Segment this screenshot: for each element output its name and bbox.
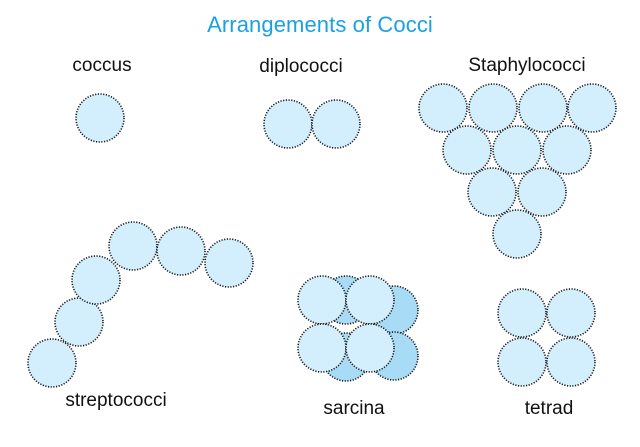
sarcina-front-cell [345, 323, 395, 373]
staphylococci-group [418, 83, 617, 259]
label-staphylococci: Staphylococci [468, 55, 586, 76]
streptococci-cell [71, 255, 121, 305]
label-sarcina: sarcina [323, 398, 385, 419]
diplococci-cell [311, 99, 361, 149]
staphylococci-cell [542, 125, 592, 175]
staphylococci-cell [492, 125, 542, 175]
sarcina-front-cell [345, 275, 395, 325]
sarcina-front-cell [297, 275, 347, 325]
staphylococci-cell [467, 167, 517, 217]
streptococci-cell [54, 297, 104, 347]
tetrad-cell [497, 288, 547, 338]
staphylococci-cell [492, 209, 542, 259]
streptococci-cell [204, 238, 254, 288]
staphylococci-cell [442, 125, 492, 175]
coccus-cell [75, 93, 125, 143]
staphylococci-cell [468, 83, 518, 133]
staphylococci-cell [567, 83, 617, 133]
diagram-title: Arrangements of Cocci [207, 12, 433, 37]
staphylococci-cell [418, 83, 468, 133]
diplococci-group [263, 99, 361, 149]
sarcina-group [297, 275, 419, 382]
label-tetrad: tetrad [524, 398, 574, 419]
coccus-group [75, 93, 125, 143]
sarcina-front-cell [297, 323, 347, 373]
label-coccus: coccus [72, 55, 132, 76]
tetrad-cell [497, 337, 547, 387]
tetrad-cell [546, 288, 596, 338]
diplococci-cell [263, 99, 313, 149]
streptococci-cell [108, 221, 158, 271]
streptococci-group [27, 221, 254, 388]
streptococci-cell [156, 226, 206, 276]
tetrad-group [497, 288, 596, 387]
tetrad-cell [546, 337, 596, 387]
staphylococci-cell [518, 83, 568, 133]
label-streptococci: streptococci [65, 390, 167, 411]
staphylococci-cell [517, 167, 567, 217]
streptococci-cell [27, 338, 77, 388]
label-diplococci: diplococci [259, 56, 343, 77]
